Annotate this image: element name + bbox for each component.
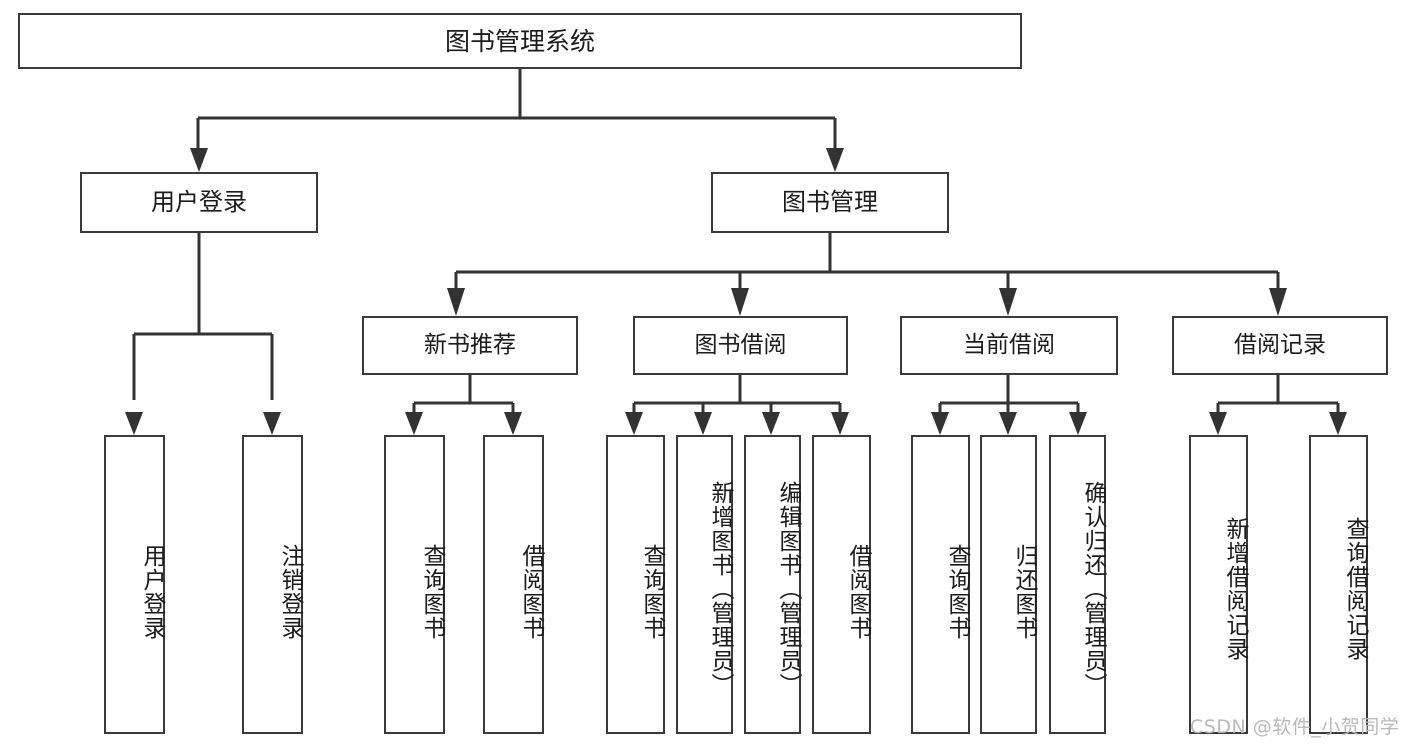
node-book-borrow-label: 图书借阅 [694,332,787,359]
node-leaf-user-login[interactable]: 用户登录 [104,435,165,734]
node-leaf-user-logout[interactable]: 注销登录 [242,435,303,734]
node-leaf-query-book-2-label: 查询图书 [639,543,665,640]
node-leaf-confirm-return[interactable]: 确认归还（管理员） [1049,435,1106,734]
node-leaf-borrow-book-1[interactable]: 借阅图书 [483,435,544,734]
node-new-book-recommend-label: 新书推荐 [424,332,516,359]
node-leaf-confirm-return-label: 确认归还（管理员） [1080,480,1106,697]
node-borrow-record[interactable]: 借阅记录 [1172,316,1388,375]
node-leaf-query-book-1-label: 查询图书 [419,543,445,640]
node-leaf-return-book-label: 归还图书 [1011,543,1037,640]
node-leaf-borrow-book-2[interactable]: 借阅图书 [812,435,871,734]
node-leaf-query-book-2[interactable]: 查询图书 [606,435,665,734]
node-user-login-label: 用户登录 [151,187,247,216]
node-leaf-borrow-book-1-label: 借阅图书 [518,543,544,640]
node-leaf-query-book-3[interactable]: 查询图书 [911,435,970,734]
node-user-login[interactable]: 用户登录 [80,172,318,233]
node-leaf-add-book[interactable]: 新增图书（管理员） [676,435,733,734]
node-leaf-return-book[interactable]: 归还图书 [980,435,1037,734]
node-leaf-add-book-label: 新增图书（管理员） [707,480,733,697]
node-book-manage[interactable]: 图书管理 [711,172,949,233]
node-book-borrow[interactable]: 图书借阅 [633,316,848,375]
node-leaf-user-logout-label: 注销登录 [277,543,303,640]
node-leaf-user-login-label: 用户登录 [139,543,165,640]
node-leaf-query-book-3-label: 查询图书 [944,543,970,640]
node-current-borrow[interactable]: 当前借阅 [900,316,1118,375]
node-leaf-query-record-label: 查询借阅记录 [1342,516,1368,661]
node-current-borrow-label: 当前借阅 [963,332,1055,359]
node-leaf-query-book-1[interactable]: 查询图书 [384,435,445,734]
node-leaf-query-record[interactable]: 查询借阅记录 [1309,435,1368,734]
node-leaf-add-record-label: 新增借阅记录 [1222,516,1248,661]
node-book-manage-label: 图书管理 [782,187,878,216]
node-leaf-add-record[interactable]: 新增借阅记录 [1189,435,1248,734]
node-root[interactable]: 图书管理系统 [18,13,1022,69]
node-new-book-recommend[interactable]: 新书推荐 [362,316,578,375]
node-root-label: 图书管理系统 [444,26,595,56]
node-borrow-record-label: 借阅记录 [1234,332,1326,359]
node-leaf-borrow-book-2-label: 借阅图书 [845,543,871,640]
watermark-text: CSDN @软件_小贺同学 [1190,716,1400,738]
node-leaf-edit-book[interactable]: 编辑图书（管理员） [744,435,801,734]
node-leaf-edit-book-label: 编辑图书（管理员） [775,480,801,697]
